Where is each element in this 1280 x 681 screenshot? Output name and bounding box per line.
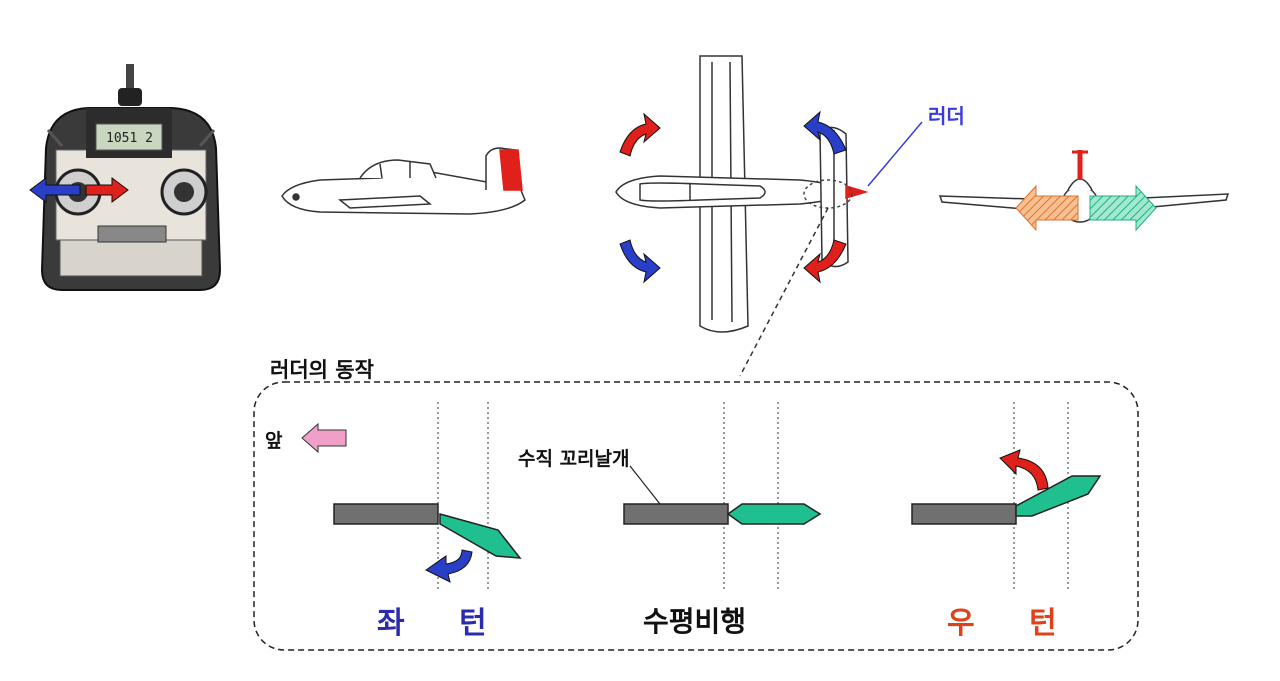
left-turn-label: 좌 턴 <box>377 606 509 641</box>
rudder-pointer-line <box>867 121 923 187</box>
front-view-plane-icon <box>938 150 1230 223</box>
rc-transmitter-icon <box>29 64 222 291</box>
top-view-plane-icon <box>615 55 869 333</box>
level-flight-rudder <box>623 465 822 525</box>
detail-callout-line <box>739 207 829 377</box>
rudder-label: 러더 <box>928 104 965 128</box>
right-turn-rudder <box>911 449 1102 525</box>
side-view-plane-icon <box>281 147 526 215</box>
front-label: 앞 <box>265 430 283 452</box>
yaw-direction-arrows <box>1015 184 1157 232</box>
left-turn-rudder <box>333 503 522 583</box>
rudder-detail-box <box>253 381 1139 651</box>
level-flight-label: 수평비행 <box>643 605 747 638</box>
section-title: 러더의 동작 <box>270 358 374 382</box>
vertical-fin-label: 수직 꼬리날개 <box>518 448 630 470</box>
guide-lines <box>437 402 1069 592</box>
front-arrow-icon <box>301 422 347 454</box>
right-turn-label: 우 턴 <box>947 606 1079 641</box>
yaw-rotation-arrows <box>619 110 847 284</box>
